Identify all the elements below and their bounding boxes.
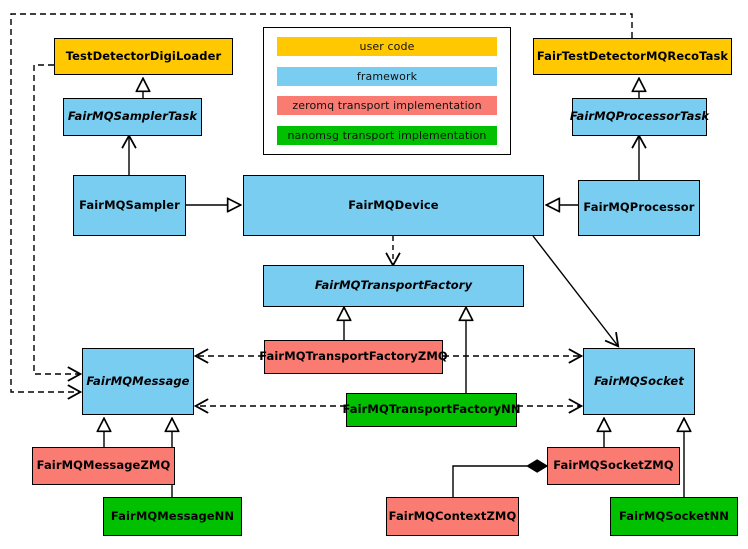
class-box-fairmq-processor-task[interactable]: FairMQProcessorTask [570,98,709,136]
class-box-fairmq-processor[interactable]: FairMQProcessor [578,180,700,236]
class-box-fairmq-sampler-task[interactable]: FairMQSamplerTask [63,98,202,136]
class-box-fairmq-transport-factory-zmq[interactable]: FairMQTransportFactoryZMQ [259,340,448,374]
edge-device-to-socket [532,235,618,346]
class-box-fairmq-message[interactable]: FairMQMessage [82,348,194,415]
class-box-fair-test-detector-mq-reco-task[interactable]: FairTestDetectorMQRecoTask [533,38,732,75]
class-box-fairmq-socket[interactable]: FairMQSocket [583,348,695,415]
class-box-fairmq-transport-factory[interactable]: FairMQTransportFactory [263,265,524,307]
class-box-fairmq-sampler[interactable]: FairMQSampler [73,175,186,236]
class-box-fairmq-context-zmq[interactable]: FairMQContextZMQ [386,497,519,536]
class-box-fairmq-socket-nn[interactable]: FairMQSocketNN [610,497,738,536]
class-box-test-detector-digi-loader[interactable]: TestDetectorDigiLoader [54,38,233,75]
legend-item-zeromq: zeromq transport implementation [277,96,497,116]
legend-item-user-code: user code [277,37,497,56]
class-box-fairmq-socket-zmq[interactable]: FairMQSocketZMQ [547,447,680,485]
class-box-fairmq-message-zmq[interactable]: FairMQMessageZMQ [32,447,175,485]
legend-item-nanomsg: nanomsg transport implementation [277,125,497,145]
class-box-fairmq-message-nn[interactable]: FairMQMessageNN [103,497,242,536]
class-box-fairmq-device[interactable]: FairMQDevice [243,175,544,236]
class-box-fairmq-transport-factory-nn[interactable]: FairMQTransportFactoryNN [342,393,520,427]
legend-panel: user code framework zeromq transport imp… [263,27,511,155]
edge-contextzmq-to-socketzmq [452,466,547,497]
legend-item-framework: framework [277,66,497,86]
